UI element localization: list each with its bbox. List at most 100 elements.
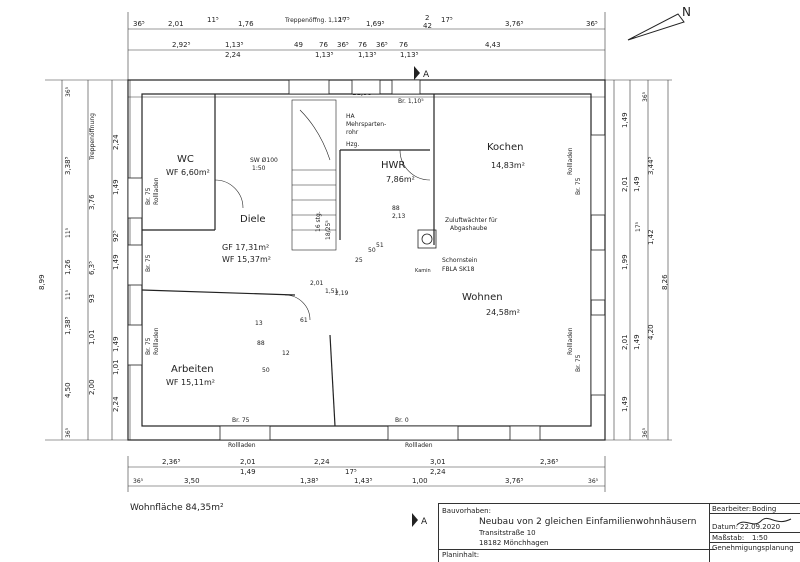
- top2-dim-3: 2,24: [225, 51, 241, 59]
- left-mid-3: 93: [88, 294, 96, 303]
- label-zuluft-2: Abgashaube: [450, 225, 488, 232]
- left-inner-6: 2,24: [112, 396, 120, 412]
- top-dim-1: 36⁵: [133, 20, 145, 28]
- right-overall-dim: 8,26: [661, 274, 669, 290]
- right-dim-3: 1,42: [647, 229, 655, 245]
- left-mid-4: 1,01: [88, 329, 96, 345]
- right-inner-3: 1,49: [633, 176, 641, 192]
- stair-dim-2: 1,51: [325, 288, 339, 295]
- right-inner-7: 1,49: [633, 334, 641, 350]
- bottom3-dim-5: 1,00: [412, 477, 428, 485]
- top-dim-5: Treppenöffng. 1,12⁵: [284, 17, 345, 24]
- left-dim-8: 36⁵: [65, 427, 72, 438]
- room-diele-name: Diele: [240, 214, 266, 225]
- room-arbeiten-area: WF 15,11m²: [166, 378, 215, 387]
- bottom-dim-1: 2,36⁵: [162, 458, 181, 466]
- title-block-project: Bauvorhaben: Neubau von 2 gleichen Einfa…: [439, 504, 715, 562]
- stair-dim-6: 2,13: [392, 213, 406, 220]
- room-diele-wf: WF 15,37m²: [222, 255, 271, 264]
- stair-dim-7: 25: [355, 257, 363, 264]
- phase-row: Genehmigungsplanung: [710, 543, 800, 552]
- bottom-dimensions: [127, 456, 606, 492]
- left-inner-3: 1,49: [112, 254, 120, 270]
- stair-dim-10: 13: [255, 320, 263, 327]
- label-rollladen-1: Rollladen: [153, 177, 160, 205]
- room-wc-name: WC: [177, 154, 194, 165]
- right-inner-4: 17⁵: [635, 221, 642, 232]
- title-block-meta: Bearbeiter: Boding Datum: 22.09.2020 Maß…: [710, 504, 800, 562]
- top2-dim-13: 4,43: [485, 41, 501, 49]
- planinhalt-label: Planinhalt:: [439, 549, 715, 560]
- signature-row: Datum: 22.09.2020: [710, 514, 800, 533]
- left-inner-5: 1,01: [112, 359, 120, 375]
- label-rollladen-6: Rollladen: [405, 442, 433, 449]
- project-name: Neubau von 2 gleichen Einfamilienwohnhäu…: [479, 517, 697, 527]
- stair-dim-1: 2,01: [310, 280, 324, 287]
- windows-left: [127, 177, 143, 366]
- bottom-dim-3: 2,24: [314, 458, 330, 466]
- bottom3-dim-3: 1,38⁵: [300, 477, 319, 485]
- label-schornstein-2: FBLA SK18: [442, 266, 475, 273]
- top-dim-8: 2: [425, 14, 429, 22]
- left-dim-5: 11⁵: [65, 289, 72, 300]
- label-ha: HA: [346, 113, 356, 120]
- windows-right: [590, 134, 606, 396]
- massstab-row: Maßstab: 1:50: [710, 533, 800, 543]
- room-arbeiten-name: Arbeiten: [171, 364, 214, 375]
- label-schornstein-1: Schornstein: [442, 257, 478, 264]
- top2-dim-2: 1,13⁵: [225, 41, 244, 49]
- label-kamin: Kamin: [415, 268, 431, 274]
- top2-dim-1: 2,92⁵: [172, 41, 191, 49]
- left-dim-4: 1,26: [64, 259, 72, 275]
- right-dimensions: [598, 79, 672, 441]
- left-mid-1: 3,76: [88, 194, 96, 210]
- top2-dim-11: 1,13⁵: [400, 51, 419, 59]
- bottom3-dim-4: 1,43⁵: [354, 477, 373, 485]
- label-rollladen-3: Rollladen: [567, 147, 574, 175]
- room-diele-gf: GF 17,31m²: [222, 243, 269, 252]
- right-inner-5: 1,99: [621, 254, 629, 270]
- section-marker-bottom: [412, 513, 418, 527]
- windows-bottom: [219, 425, 541, 441]
- stair-dim-4: 88: [392, 205, 400, 212]
- label-rollladen-5: Rollladen: [228, 442, 256, 449]
- living-area-total: Wohnfläche 84,35m²: [130, 503, 224, 513]
- left-dim-3: 11⁵: [65, 227, 72, 238]
- label-br0: Br. 0: [395, 417, 409, 424]
- left-dim-1: 36⁵: [65, 86, 72, 97]
- interior-walls: [141, 94, 435, 427]
- section-marker-top: [414, 66, 420, 80]
- top-dim-3: 11⁵: [207, 16, 219, 24]
- right-dim-5: 36⁵: [642, 427, 649, 438]
- massstab-value: 1:50: [752, 534, 768, 542]
- bottom3-dim-2: 3,50: [184, 477, 200, 485]
- room-kochen-name: Kochen: [487, 142, 524, 153]
- label-br110: Br. 1,10⁵: [398, 98, 424, 105]
- left-treppen-label: Treppenöffnung: [89, 113, 96, 161]
- label-stairs-ratio: 18/25⁵: [325, 220, 332, 240]
- top2-dim-9: 1,13⁵: [358, 51, 377, 59]
- left-inner-4: 1,49: [112, 336, 120, 352]
- right-inner-6: 2,01: [621, 334, 629, 350]
- label-br75-5: Br. 75: [575, 354, 582, 372]
- top-dim-10: 3,76⁵: [505, 20, 524, 28]
- label-sw-slope: 1:50: [252, 165, 266, 172]
- bottom2-dim-3: 2,24: [430, 468, 446, 476]
- left-mid-5: 2,00: [88, 379, 96, 395]
- top2-dim-8: 76: [358, 41, 367, 49]
- top2-dim-12: 76: [399, 41, 408, 49]
- chimney: [417, 229, 437, 249]
- left-mid-2: 6,3⁵: [88, 261, 96, 275]
- north-label: N: [682, 5, 691, 19]
- section-label-bottom: A: [421, 517, 428, 527]
- top2-dim-10: 36⁵: [376, 41, 388, 49]
- bottom3-dim-7: 36⁵: [588, 478, 599, 485]
- north-arrow-icon: N: [627, 5, 691, 41]
- title-block: Bauvorhaben: Neubau von 2 gleichen Einfa…: [438, 503, 800, 562]
- bearbeiter-row: Bearbeiter: Boding: [710, 504, 800, 514]
- top-dim-2: 2,01: [168, 20, 184, 28]
- label-br75-1: Br. 75: [145, 187, 152, 205]
- stair-dim-5: 51: [376, 242, 384, 249]
- top-dim-11: 36⁵: [586, 20, 598, 28]
